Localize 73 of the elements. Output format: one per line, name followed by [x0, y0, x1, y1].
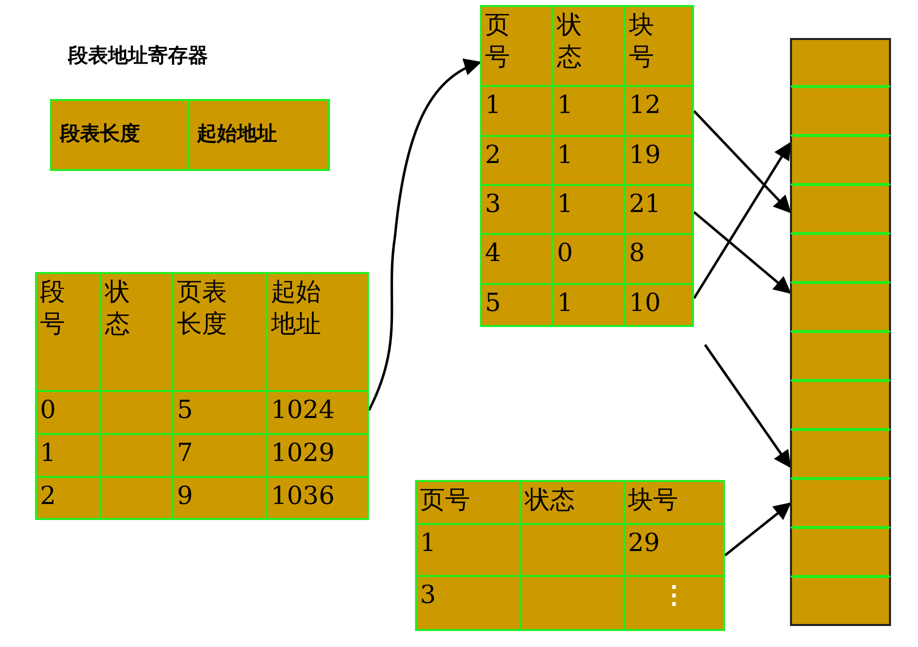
table-row [480, 135, 694, 186]
arrow [692, 142, 792, 300]
cell-text: 5 [177, 395, 193, 424]
cell-text: 29 [628, 528, 660, 557]
cell-text: 页号 [420, 485, 470, 514]
cell-text: 21 [629, 189, 661, 218]
cell-text: 1024 [271, 395, 335, 424]
cell-text: 9 [177, 481, 193, 510]
cell-text: 0 [557, 238, 573, 267]
cell-text: 起始地址 [271, 276, 321, 340]
cell-text: 4 [485, 238, 501, 267]
table-row [480, 233, 694, 285]
register-box [50, 99, 330, 171]
cell-text: 页表长度 [177, 276, 227, 340]
cell-text: 19 [629, 140, 661, 169]
table-row [35, 390, 369, 435]
memory-block [790, 576, 891, 626]
arrow [693, 110, 792, 214]
table-row [415, 480, 725, 525]
memory-block [790, 527, 891, 577]
cell-text: 1 [485, 90, 501, 119]
table-row [480, 5, 694, 87]
cell-text: 1 [557, 90, 573, 119]
cell-text: 8 [629, 238, 645, 267]
cell-text: 10 [629, 288, 661, 317]
cell-text: 状态 [525, 485, 575, 514]
cell-text: 1 [40, 438, 56, 467]
cell-text: 5 [485, 288, 501, 317]
cell-text: 起始地址 [197, 121, 277, 145]
cell-text: 3 [420, 580, 436, 609]
cell-text: 状态 [557, 9, 582, 73]
arrow [693, 211, 792, 294]
memory-block [790, 135, 891, 185]
cell-text: 1 [557, 288, 573, 317]
register-title: 段表地址寄存器 [68, 42, 208, 69]
memory-block [790, 331, 891, 381]
cell-text: 块号 [628, 485, 678, 514]
arrow [704, 344, 792, 468]
memory-block [790, 233, 891, 283]
memory-block [790, 478, 891, 528]
cell-text: 状态 [105, 276, 130, 340]
cell-text: 7 [177, 438, 193, 467]
arrow [368, 60, 482, 411]
table-row [480, 283, 694, 327]
memory-block [790, 38, 891, 87]
cell-text: 块号 [629, 9, 654, 73]
memory-block [790, 282, 891, 332]
memory-block [790, 429, 891, 479]
memory-block [790, 86, 891, 136]
cell-text: 段表长度 [60, 121, 140, 145]
cell-text: 0 [40, 395, 56, 424]
cell-text: 2 [485, 140, 501, 169]
table-row [415, 575, 725, 631]
cell-text: 1 [557, 189, 573, 218]
cell-text: 1 [557, 140, 573, 169]
table-row [35, 272, 369, 392]
cell-text: 1 [420, 528, 436, 557]
arrow [724, 502, 792, 556]
cell-text: 2 [40, 481, 56, 510]
table-row [480, 184, 694, 235]
cell-text: 段号 [40, 276, 65, 340]
cell-text: 12 [629, 90, 661, 119]
memory-block [790, 380, 891, 430]
table-row [480, 85, 694, 137]
cell-text: ⋮ [662, 580, 686, 609]
cell-text: 1036 [271, 481, 335, 510]
table-row [35, 433, 369, 478]
table-row [35, 476, 369, 520]
cell-text: 3 [485, 189, 501, 218]
cell-text: 1029 [271, 438, 335, 467]
cell-text: 页号 [485, 9, 510, 73]
table-row [415, 523, 725, 577]
memory-block [790, 184, 891, 234]
